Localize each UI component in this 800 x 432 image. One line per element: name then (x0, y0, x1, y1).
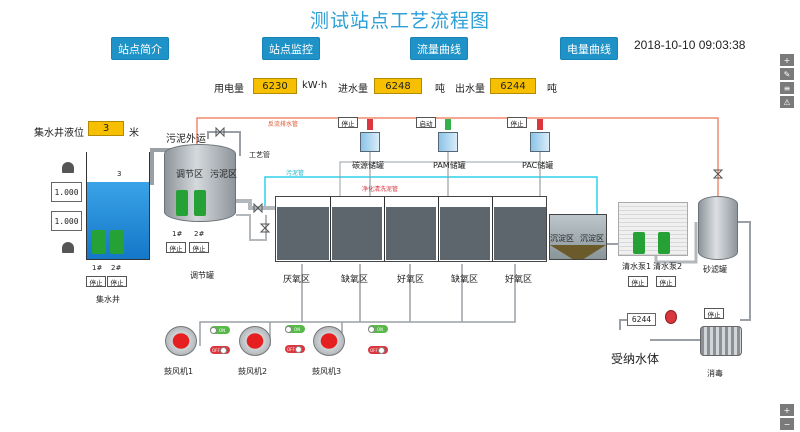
sewage-pipe-label: 污泥管 (286, 170, 305, 177)
inflow-value: 6248 (374, 78, 422, 94)
blower-1-label: 鼓风机1 (164, 367, 194, 376)
plus-icon[interactable]: + (780, 54, 794, 66)
carbon-tank-stop-button[interactable]: 停止 (338, 117, 358, 128)
alarm-icon[interactable]: ⚠ (780, 96, 794, 108)
well-pump-1[interactable] (92, 230, 106, 254)
conditioning-pump-1[interactable] (176, 190, 188, 216)
clear-pump-2[interactable] (658, 232, 670, 254)
blower-3-label: 鼓风机3 (312, 367, 342, 376)
pam-tank-status-icon (445, 119, 451, 130)
carbon-tank-label: 碳源储罐 (352, 161, 384, 170)
sand-filter-tank (698, 196, 738, 260)
conditioning-tank-name: 调节罐 (190, 271, 214, 280)
well-pump-2[interactable] (110, 230, 124, 254)
blower-3-on-toggle[interactable]: ON (368, 325, 388, 333)
zoom-out-icon[interactable]: − (780, 418, 794, 430)
receiving-water-label: 受纳水体 (611, 352, 660, 366)
blower-1-on-toggle[interactable]: ON (210, 326, 230, 334)
blower-2-icon[interactable] (239, 326, 271, 356)
site-monitor-button[interactable]: 站点监控 (262, 37, 320, 60)
sand-filter-label: 砂滤罐 (703, 265, 727, 274)
sludge-out-label: 污泥外运 (166, 134, 206, 145)
pam-tank-start-button[interactable]: 启动 (416, 117, 436, 128)
clear-pump-2-stop-button[interactable]: 停止 (656, 276, 676, 287)
return-pipe-label: 反流排水管 (268, 121, 299, 128)
well-pump-2-label: 2# (111, 264, 122, 272)
well-pump-2-stop-button[interactable]: 停止 (107, 276, 127, 287)
pac-tank-status-icon (537, 119, 543, 130)
power-value: 6230 (253, 78, 297, 94)
zone-anoxic-1: 缺氧区 (341, 275, 369, 285)
sludge-zone-label: 污泥区 (210, 170, 238, 180)
page-title: 测试站点工艺流程图 (309, 10, 490, 32)
settling-tank (549, 214, 607, 260)
edit-icon[interactable]: ✎ (780, 68, 794, 80)
conditioning-pump-2[interactable] (194, 190, 206, 216)
clear-pump-1-stop-button[interactable]: 停止 (628, 276, 648, 287)
outflow-label: 出水量 (455, 84, 485, 95)
well-level-label: 集水井液位 (34, 128, 84, 139)
outflow-unit: 吨 (547, 84, 557, 95)
pam-tank (438, 132, 458, 152)
low-level-alarm-icon (62, 242, 74, 253)
gauge-2-value: 1.000 (51, 211, 82, 231)
inflow-label: 进水量 (338, 84, 368, 95)
high-level-alarm-icon (62, 162, 74, 173)
site-intro-button[interactable]: 站点简介 (111, 37, 169, 60)
clear-water-pool (618, 202, 688, 256)
blower-2-off-toggle[interactable]: OFF (285, 345, 305, 353)
power-unit: kW·h (302, 80, 328, 91)
conditioning-pump-2-label: 2# (194, 230, 205, 238)
conditioning-pump-1-label: 1# (172, 230, 183, 238)
blower-3-icon[interactable] (313, 326, 345, 356)
settling-zone-2: 沉淀区 (580, 234, 604, 243)
carbon-tank (360, 132, 380, 152)
well-scale-mark: 3 (117, 170, 122, 178)
zone-aerobic-1: 好氧区 (397, 275, 425, 285)
pam-tank-label: PAM储罐 (433, 161, 466, 170)
well-level-value: 3 (88, 121, 124, 136)
settling-zone-1: 沉淀区 (550, 234, 574, 243)
power-curve-button[interactable]: 电量曲线 (560, 37, 618, 60)
conditioning-pump-1-stop-button[interactable]: 停止 (166, 242, 186, 253)
flow-curve-button[interactable]: 流量曲线 (410, 37, 468, 60)
power-label: 用电量 (214, 84, 244, 95)
wash-pipe-label: 净化清洗泥管 (362, 186, 399, 193)
conditioning-pump-2-stop-button[interactable]: 停止 (189, 242, 209, 253)
inflow-unit: 吨 (435, 84, 445, 95)
well-pump-1-label: 1# (92, 264, 103, 272)
zoom-in-icon[interactable]: + (780, 404, 794, 416)
pac-tank-stop-button[interactable]: 停止 (507, 117, 527, 128)
zone-aerobic-2: 好氧区 (505, 275, 533, 285)
disinfection-unit (700, 326, 742, 356)
zone-anoxic-2: 缺氧区 (451, 275, 479, 285)
well-name: 集水井 (96, 295, 120, 304)
blower-1-icon[interactable] (165, 326, 197, 356)
discharge-meter-value: 6244 (627, 313, 656, 326)
bio-reactor (275, 196, 547, 262)
pac-tank-label: PAC储罐 (522, 161, 554, 170)
datetime-display: 2018-10-10 09:03:38 (634, 38, 746, 52)
clear-pump-1-label: 清水泵1 (622, 262, 652, 271)
zone-anaerobic: 厌氧区 (283, 275, 311, 285)
blower-1-off-toggle[interactable]: OFF (210, 346, 230, 354)
flow-meter-icon (665, 310, 677, 324)
blower-2-label: 鼓风机2 (238, 367, 268, 376)
list-icon[interactable]: ≡ (780, 82, 794, 94)
carbon-tank-status-icon (367, 119, 373, 130)
well-pump-1-stop-button[interactable]: 停止 (86, 276, 106, 287)
well-level-unit: 米 (129, 128, 139, 139)
process-pipe-label: 工艺管 (249, 151, 270, 159)
disinfect-stop-button[interactable]: 停止 (704, 308, 724, 319)
disinfect-label: 消毒 (707, 369, 723, 378)
gauge-1-value: 1.000 (51, 182, 82, 202)
clear-pump-2-label: 清水泵2 (653, 262, 683, 271)
clear-pump-1[interactable] (633, 232, 645, 254)
blower-2-on-toggle[interactable]: ON (285, 325, 305, 333)
blower-3-off-toggle[interactable]: OFF (368, 346, 388, 354)
conditioning-zone-label: 调节区 (176, 170, 204, 180)
pac-tank (530, 132, 550, 152)
outflow-value: 6244 (490, 78, 536, 94)
